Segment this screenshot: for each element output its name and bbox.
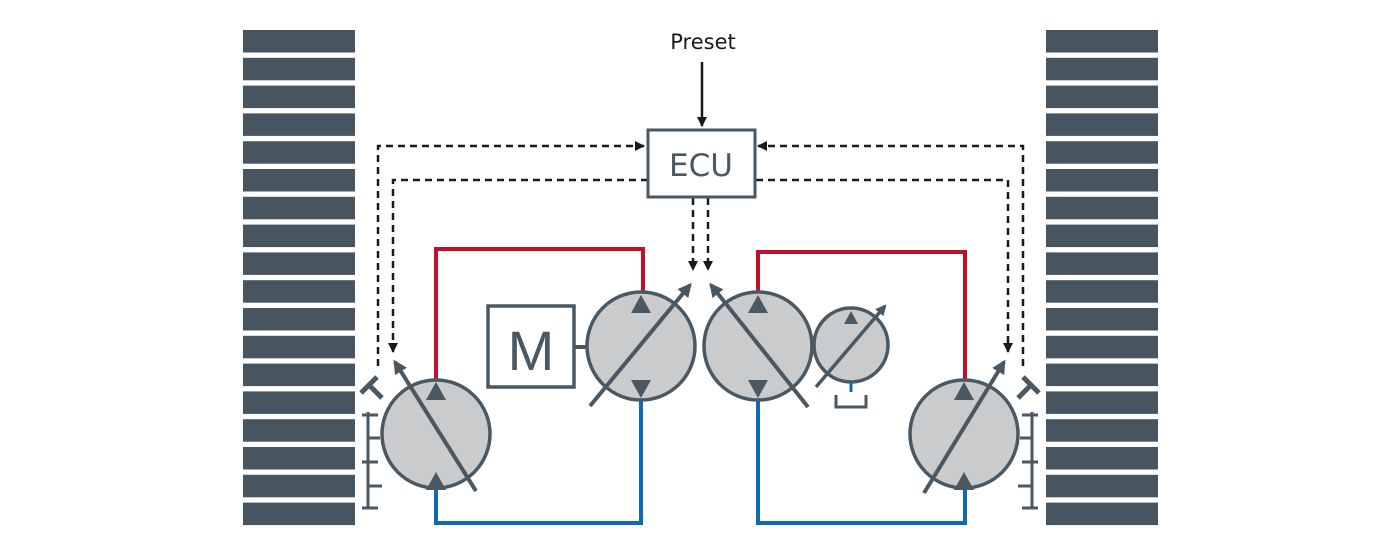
track-segment xyxy=(243,196,355,220)
track-segment xyxy=(1046,502,1158,526)
ecu-box: ECU xyxy=(646,128,757,199)
track-segment xyxy=(243,224,355,248)
variable-hydraulic-motor-icon xyxy=(908,359,1041,510)
track-segment xyxy=(243,363,355,387)
signal-feedback-right xyxy=(757,141,1025,366)
track-segment xyxy=(243,419,355,442)
track-segment xyxy=(243,335,355,359)
motor-adjuster-left xyxy=(367,383,384,400)
return-line-left xyxy=(434,396,643,525)
track-segment xyxy=(243,252,355,275)
track-right xyxy=(1046,30,1158,526)
charge-pump-icon xyxy=(812,304,890,392)
motor-shaft-left xyxy=(362,412,382,510)
pressure-line-right xyxy=(756,250,967,383)
electric-motor: M xyxy=(486,304,587,389)
track-segment xyxy=(1046,85,1158,109)
track-segment xyxy=(1046,280,1158,303)
track-segment xyxy=(243,280,355,303)
track-segment xyxy=(243,30,355,53)
track-segment xyxy=(243,85,355,109)
track-segment xyxy=(1046,308,1158,331)
track-segment xyxy=(243,57,355,81)
track-segment xyxy=(1046,30,1158,53)
track-segment xyxy=(1046,196,1158,220)
motor-label: M xyxy=(508,319,555,382)
track-segment xyxy=(243,308,355,331)
track-segment xyxy=(1046,252,1158,275)
track-left xyxy=(243,30,355,526)
track-segment xyxy=(243,141,355,164)
motor-adjuster-right xyxy=(1016,383,1033,400)
signal-lines xyxy=(376,141,1025,366)
track-segment xyxy=(243,113,355,136)
preset-label: Preset xyxy=(670,30,735,54)
track-segment xyxy=(1046,447,1158,470)
track-segment xyxy=(243,447,355,470)
track-segment xyxy=(1046,224,1158,248)
track-segment xyxy=(1046,474,1158,498)
signal-command-left xyxy=(388,178,648,353)
track-segment xyxy=(1046,419,1158,442)
track-segment xyxy=(1046,391,1158,414)
return-line-right xyxy=(756,396,967,525)
motor-shaft-right xyxy=(1018,412,1038,510)
track-segment xyxy=(1046,363,1158,387)
pressure-line-left xyxy=(434,247,645,383)
track-segment xyxy=(243,169,355,192)
track-segment xyxy=(243,391,355,414)
track-segment xyxy=(243,502,355,526)
tank-icon xyxy=(834,395,868,409)
track-segment xyxy=(1046,335,1158,359)
variable-hydraulic-pump-icon xyxy=(702,282,814,409)
track-segment xyxy=(1046,57,1158,81)
signal-command-right xyxy=(756,178,1013,353)
signal-feedback-left xyxy=(376,141,645,366)
ecu-label: ECU xyxy=(669,148,733,184)
track-segment xyxy=(243,474,355,498)
track-segment xyxy=(1046,141,1158,164)
variable-hydraulic-pump-icon xyxy=(585,282,697,408)
variable-hydraulic-motor-icon xyxy=(359,359,492,510)
track-segment xyxy=(1046,169,1158,192)
track-segment xyxy=(1046,113,1158,136)
